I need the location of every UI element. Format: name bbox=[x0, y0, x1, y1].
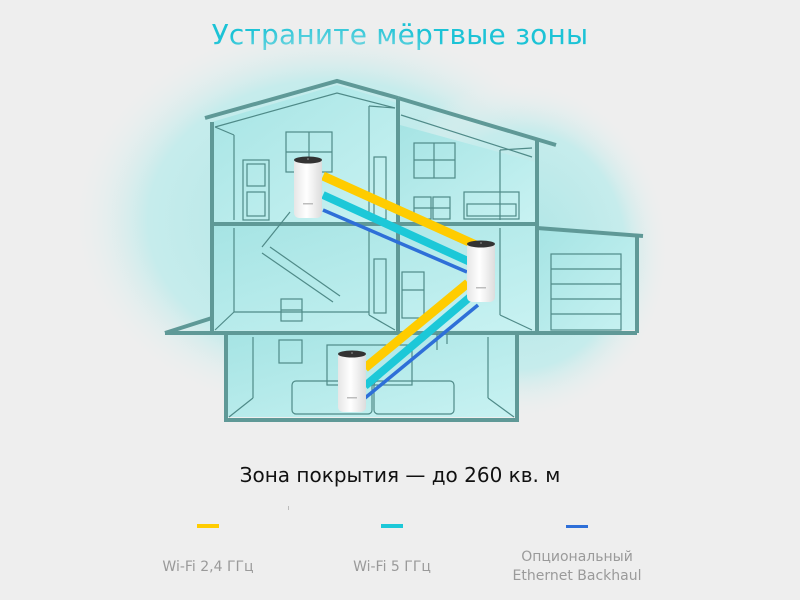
legend-label: Опциональный Ethernet Backhaul bbox=[487, 548, 667, 586]
legend-wifi-5: Wi-Fi 5 ГГц bbox=[302, 524, 482, 577]
mesh-unit-bottom bbox=[338, 350, 366, 412]
house-mesh-illustration bbox=[70, 20, 670, 422]
yellow-line-icon bbox=[197, 524, 219, 528]
legend-label-line2: Ethernet Backhaul bbox=[512, 568, 642, 584]
legend-label-line1: Опциональный bbox=[521, 549, 633, 565]
cyan-line-icon bbox=[381, 524, 403, 528]
legend-ethernet-backhaul: Опциональный Ethernet Backhaul bbox=[487, 524, 667, 586]
signal-beams bbox=[321, 171, 480, 400]
wifi-24-beam bbox=[321, 171, 480, 251]
mesh-unit-top-left bbox=[294, 156, 322, 218]
wifi-5-beam bbox=[321, 191, 472, 266]
blue-line-icon bbox=[566, 525, 588, 528]
divider-tick bbox=[288, 506, 289, 510]
mesh-unit-middle-right bbox=[467, 240, 495, 302]
legend-wifi-24: Wi-Fi 2,4 ГГц bbox=[118, 524, 298, 577]
legend-label: Wi-Fi 2,4 ГГц bbox=[162, 559, 254, 575]
ethernet-beam bbox=[322, 208, 468, 274]
legend-label: Wi-Fi 5 ГГц bbox=[353, 559, 431, 575]
coverage-text: Зона покрытия — до 260 кв. м bbox=[239, 463, 561, 487]
